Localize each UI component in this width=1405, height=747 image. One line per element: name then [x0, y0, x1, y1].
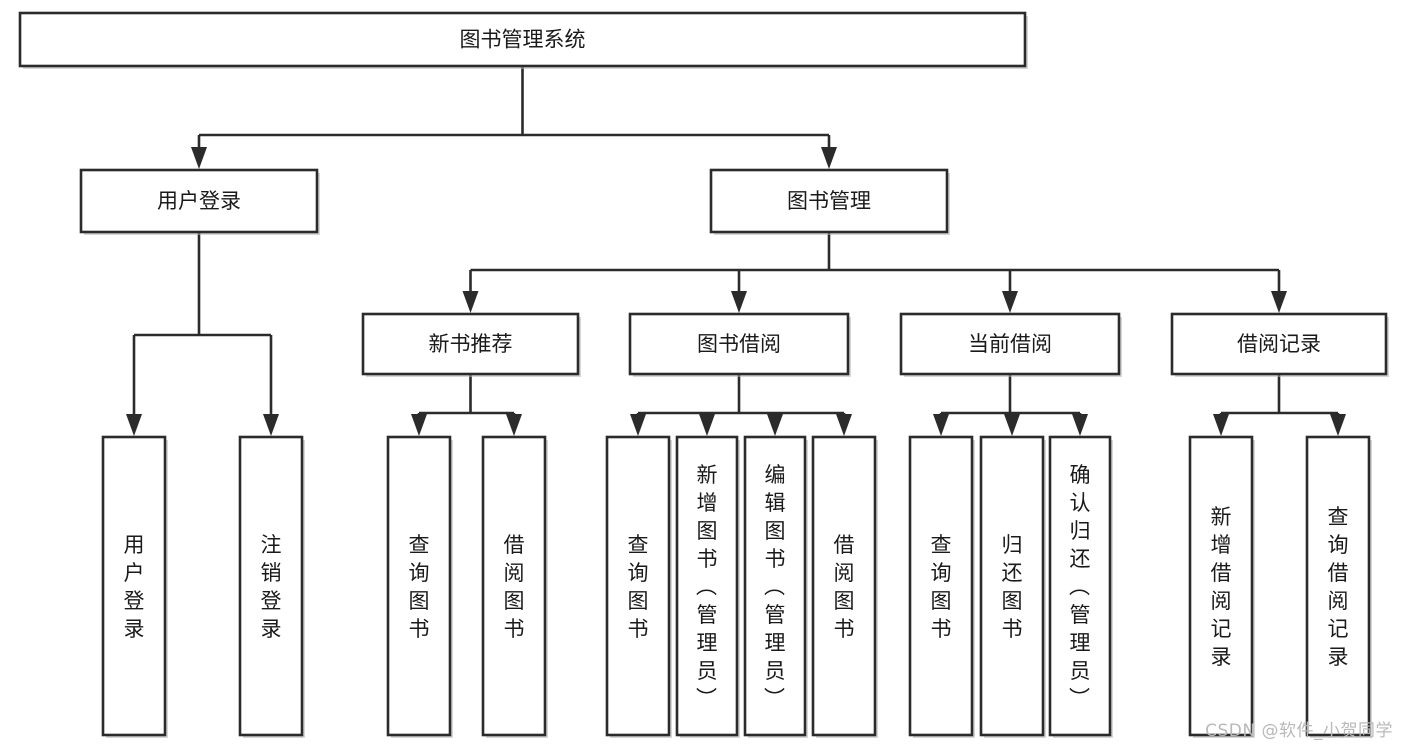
- node-label: 新增图书（管理员）: [696, 463, 718, 711]
- node-leaf_5[interactable]: 新增图书（管理员）: [675, 435, 740, 738]
- arrow-head-icon: [1072, 414, 1088, 436]
- node-l3_3[interactable]: 借阅记录: [1170, 312, 1389, 377]
- node-box[interactable]: [979, 435, 1045, 737]
- node-label: 查询图书: [628, 533, 649, 641]
- arrow-head-icon: [731, 291, 747, 313]
- node-leaf_7[interactable]: 借阅图书: [811, 435, 878, 738]
- node-label: 用户登录: [124, 533, 145, 641]
- node-label: 借阅图书: [834, 533, 855, 641]
- node-label: 用户登录: [157, 189, 241, 213]
- node-box[interactable]: [361, 312, 580, 376]
- node-box[interactable]: [18, 11, 1027, 68]
- node-root[interactable]: 图书管理系统: [18, 11, 1028, 69]
- arrow-head-icon: [126, 414, 142, 436]
- node-label: 归还图书: [1002, 533, 1023, 641]
- node-l3_0[interactable]: 新书推荐: [361, 312, 581, 377]
- node-box[interactable]: [908, 435, 974, 737]
- node-box[interactable]: [1048, 435, 1112, 737]
- node-leaf_1[interactable]: 注销登录: [238, 435, 305, 738]
- node-label: 编辑图书（管理员）: [764, 463, 786, 711]
- node-box[interactable]: [811, 435, 877, 737]
- arrow-head-icon: [836, 414, 852, 436]
- arrow-head-icon: [1004, 414, 1020, 436]
- node-box[interactable]: [605, 435, 671, 737]
- node-l2_1[interactable]: 图书管理: [709, 168, 950, 235]
- arrow-head-icon: [1330, 414, 1346, 436]
- arrow-head-icon: [263, 414, 279, 436]
- node-leaf_6[interactable]: 编辑图书（管理员）: [743, 435, 808, 738]
- node-box[interactable]: [238, 435, 304, 737]
- node-box[interactable]: [899, 312, 1121, 376]
- node-leaf_9[interactable]: 归还图书: [979, 435, 1046, 738]
- arrow-head-icon: [506, 414, 522, 436]
- node-box[interactable]: [675, 435, 739, 737]
- node-box[interactable]: [386, 435, 452, 737]
- node-leaf_0[interactable]: 用户登录: [101, 435, 168, 738]
- arrow-head-icon: [191, 147, 207, 169]
- node-box[interactable]: [628, 312, 850, 376]
- node-leaf_10[interactable]: 确认归还（管理员）: [1048, 435, 1113, 738]
- node-label: 借阅记录: [1237, 332, 1321, 356]
- arrow-head-icon: [1271, 291, 1287, 313]
- arrow-head-icon: [767, 414, 783, 436]
- node-l3_2[interactable]: 当前借阅: [899, 312, 1122, 377]
- node-label: 注销登录: [261, 533, 282, 641]
- node-l2_0[interactable]: 用户登录: [79, 168, 320, 235]
- node-label: 确认归还（管理员）: [1069, 463, 1091, 711]
- node-box[interactable]: [743, 435, 807, 737]
- node-label: 查询图书: [931, 533, 952, 641]
- arrow-head-icon: [1213, 414, 1229, 436]
- arrow-head-icon: [630, 414, 646, 436]
- node-leaf_11[interactable]: 新增借阅记录: [1188, 435, 1255, 738]
- csdn-watermark: CSDN @软件_小贺同学: [1205, 721, 1393, 741]
- arrow-head-icon: [1002, 291, 1018, 313]
- node-label: 图书借阅: [697, 332, 781, 356]
- arrow-head-icon: [699, 414, 715, 436]
- node-label: 新书推荐: [429, 332, 513, 356]
- node-label: 查询图书: [409, 533, 430, 641]
- node-leaf_2[interactable]: 查询图书: [386, 435, 453, 738]
- connector-layer: [126, 66, 1346, 436]
- node-label: 借阅图书: [504, 533, 525, 641]
- arrow-head-icon: [933, 414, 949, 436]
- node-leaf_8[interactable]: 查询图书: [908, 435, 975, 738]
- node-box[interactable]: [709, 168, 949, 234]
- node-label: 图书管理: [787, 189, 871, 213]
- arrow-head-icon: [411, 414, 427, 436]
- node-label: 新增借阅记录: [1211, 505, 1232, 669]
- node-l3_1[interactable]: 图书借阅: [628, 312, 851, 377]
- node-box[interactable]: [1170, 312, 1388, 376]
- node-leaf_4[interactable]: 查询图书: [605, 435, 672, 738]
- node-label: 查询借阅记录: [1328, 505, 1349, 669]
- arrow-head-icon: [462, 291, 479, 313]
- node-label: 当前借阅: [968, 332, 1052, 356]
- node-box[interactable]: [1305, 435, 1371, 737]
- node-leaf_12[interactable]: 查询借阅记录: [1305, 435, 1372, 738]
- node-label: 图书管理系统: [460, 28, 586, 52]
- arrow-head-icon: [821, 147, 837, 169]
- node-box[interactable]: [79, 168, 319, 234]
- node-layer: 图书管理系统用户登录图书管理新书推荐图书借阅当前借阅借阅记录用户登录注销登录查询…: [18, 11, 1389, 738]
- node-box[interactable]: [481, 435, 547, 737]
- node-leaf_3[interactable]: 借阅图书: [481, 435, 548, 738]
- node-box[interactable]: [1188, 435, 1254, 737]
- node-box[interactable]: [101, 435, 167, 737]
